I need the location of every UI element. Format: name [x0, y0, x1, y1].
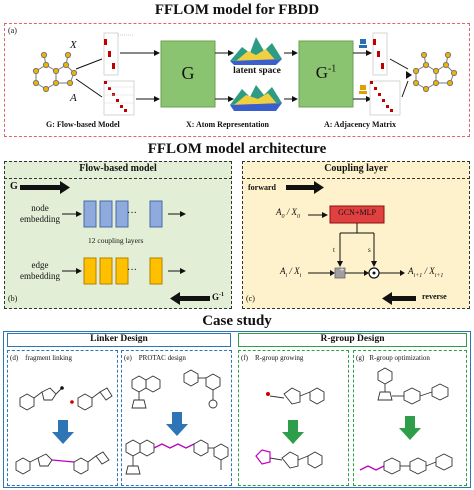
architecture-title: FFLOM model architecture: [147, 141, 327, 157]
input-a0-x0: A0 / X0: [276, 207, 300, 220]
panel-b-diagram: [20, 181, 210, 305]
g-forward-label: G: [10, 181, 18, 192]
node-block-3: [115, 200, 129, 228]
edge-block-3: [115, 257, 129, 285]
cell-g-fragment: [377, 367, 449, 405]
input-ai-xi: Ai / Xi: [280, 266, 302, 279]
cell-d-linked: [15, 451, 110, 475]
cell-e-label: (e) PROTAC design: [124, 354, 186, 362]
panel-c-diagram: [286, 181, 416, 305]
a-matrix-output-icon: [369, 80, 401, 116]
panel-a-diagram: [32, 32, 458, 116]
cell-g-optimized: [359, 453, 453, 475]
panel-b-label: (b): [8, 294, 18, 303]
node-dots: ···: [127, 208, 137, 219]
edge-block-last: [149, 257, 163, 285]
gcn-mlp-label: GCN+MLP: [338, 208, 376, 217]
reverse-label: reverse: [422, 292, 447, 301]
cell-g-arrow: [399, 416, 421, 440]
edge-block-1: [83, 257, 97, 285]
g-block: [160, 40, 216, 108]
robot-icon-bottom: [359, 85, 367, 94]
cell-e-arrow: [166, 412, 188, 436]
cell-g-label: (g) R-group optimization: [356, 354, 430, 362]
cell-f: [238, 350, 349, 486]
s-label: s: [368, 246, 371, 254]
cell-f-grown: [255, 449, 323, 469]
linker-design-header: Linker Design: [7, 333, 231, 347]
cell-d-arrow: [52, 420, 74, 444]
a-matrix-icon: [103, 80, 135, 116]
edge-dots: ···: [127, 265, 137, 276]
cell-e-fragments: [131, 369, 221, 409]
case-study-title: Case study: [202, 313, 272, 329]
cell-g: [353, 350, 467, 486]
a-symbol: A: [70, 92, 77, 104]
cell-d-anchor-2: [70, 400, 74, 404]
panel-a-label: (a): [8, 26, 17, 35]
panel-a: [4, 23, 470, 137]
input-molecule: [32, 51, 78, 93]
panel-c-label: (c): [246, 294, 255, 303]
x-symbol: X: [70, 39, 77, 51]
panel-b-header: Flow-based model: [4, 161, 232, 179]
cell-d-fragments: [19, 387, 113, 411]
r-group-design-header: R-group Design: [238, 333, 467, 347]
forward-label: forward: [248, 183, 276, 192]
output-ai1-xi1: Ai+1 / Xi+1: [408, 266, 444, 279]
t-label: t: [333, 246, 335, 254]
panel-c: [242, 161, 470, 309]
cell-f-anchor: [266, 392, 270, 396]
cell-d: [7, 350, 118, 486]
output-molecule: [412, 51, 458, 93]
cell-e: [121, 350, 232, 486]
cell-e-linked: [125, 439, 229, 475]
legend-a: A: Adjacency Matrix: [324, 120, 396, 129]
legend-g: G: Flow-based Model: [46, 120, 120, 129]
g-inverse-label: G-1: [212, 292, 225, 302]
node-block-1: [83, 200, 97, 228]
latent-space-label: latent space: [233, 66, 281, 76]
node-block-2: [99, 200, 113, 228]
x-matrix-output-icon: [372, 32, 388, 76]
cell-f-label: (f) R-group growing: [241, 354, 304, 362]
g-inverse-block: [298, 40, 354, 108]
edge-block-2: [99, 257, 113, 285]
robot-icon-top: [359, 39, 367, 48]
coupling-layers-label: 12 coupling layers: [88, 236, 144, 245]
cell-d-anchor-1: [60, 386, 64, 390]
latent-surface-top: [230, 37, 282, 65]
add-op-label: +: [339, 265, 345, 274]
panel-c-header: Coupling layer: [242, 161, 470, 179]
node-block-last: [149, 200, 163, 228]
cell-f-arrow: [282, 420, 304, 444]
g-inverse-block-label: G-1: [315, 63, 337, 82]
g-block-label: G: [181, 63, 195, 83]
x-matrix-icon: [103, 32, 134, 76]
case-study-panel: [3, 331, 471, 488]
main-title: FFLOM model for FBDD: [154, 2, 320, 18]
legend-x: X: Atom Representation: [186, 120, 269, 129]
latent-surface-bottom: [230, 85, 282, 111]
cell-f-fragment: [269, 387, 325, 405]
cell-d-label: (d) fragment linking: [10, 354, 73, 362]
